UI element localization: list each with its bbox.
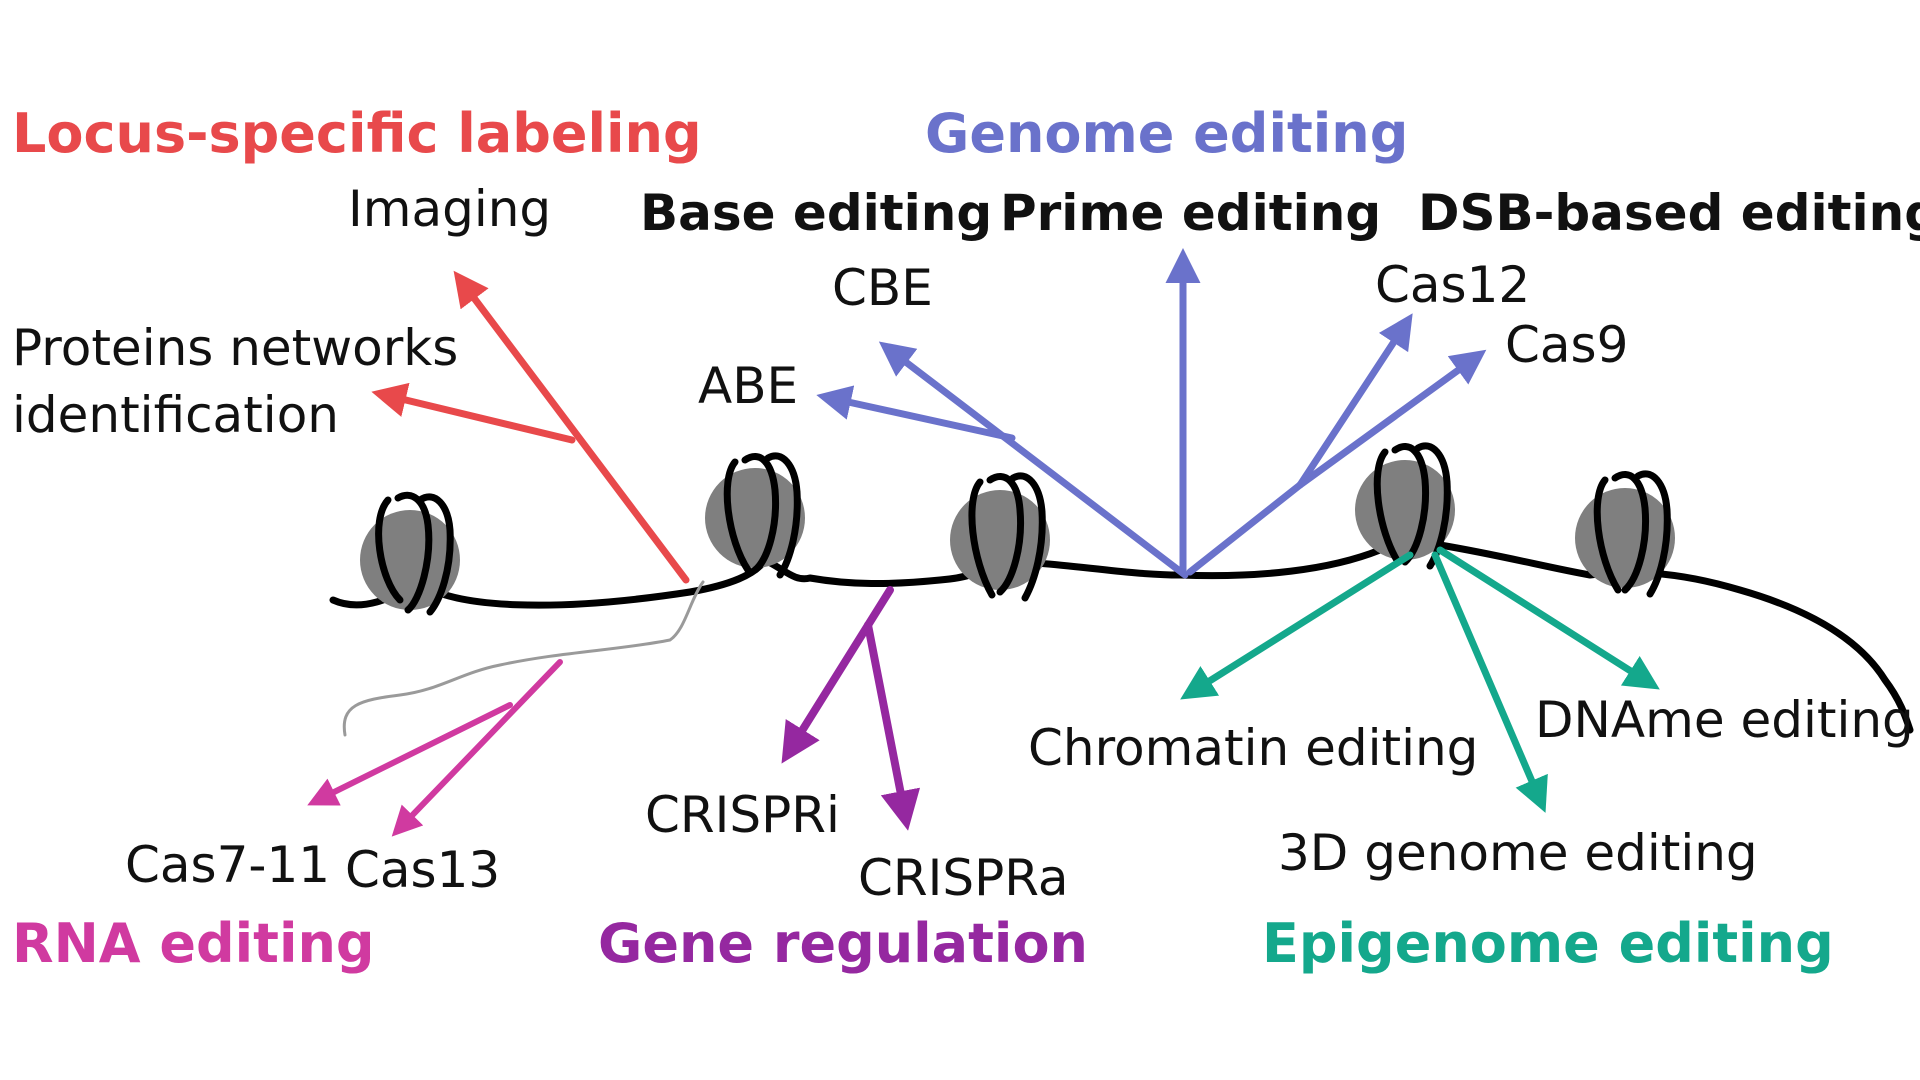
rna-strand: [342, 580, 705, 737]
label-chromatin: Chromatin editing: [1028, 719, 1478, 777]
label-imaging: Imaging: [348, 180, 551, 238]
nucleosome-5: [1575, 470, 1675, 598]
cas13-arrow: [391, 659, 563, 837]
nucleosome-3: [950, 472, 1050, 602]
label-cas9: Cas9: [1505, 316, 1628, 374]
category-gene-regulation: Gene regulation: [598, 912, 1088, 975]
label-crispra: CRISPRa: [858, 849, 1069, 907]
imaging-arrow: [453, 270, 690, 584]
label-cas7-11: Cas7-11: [125, 836, 330, 894]
nucleosome-1: [360, 491, 460, 616]
label-proteins-line1: Proteins networks: [12, 319, 458, 377]
dname-arrow: [1436, 546, 1660, 690]
subhead-base-editing: Base editing: [640, 184, 992, 242]
subhead-dsb-editing: DSB-based editing: [1418, 184, 1920, 242]
dna-strand: [329, 541, 1914, 734]
category-genome-editing: Genome editing: [925, 102, 1408, 165]
label-proteins-line2: identification: [12, 386, 339, 444]
cas7-11-arrow: [307, 702, 513, 806]
label-genome3d: 3D genome editing: [1278, 824, 1758, 882]
crispra-arrow: [864, 621, 921, 831]
gene-regulation-arrows: [781, 586, 921, 831]
nucleosomes: [360, 442, 1675, 616]
chromatin-arrow: [1180, 551, 1414, 700]
genome-editing-arrows: [816, 248, 1487, 579]
epigenome-editing-arrows: [1180, 546, 1660, 813]
label-cas12: Cas12: [1375, 256, 1530, 314]
abe-arrow: [816, 385, 1016, 442]
nucleosome-2: [705, 452, 805, 579]
crispri-arrow: [781, 586, 894, 764]
cbe-arrow: [878, 341, 1189, 579]
chromatin-fiber: [329, 541, 1914, 734]
genome3d-arrow: [1431, 551, 1548, 813]
dsb-stem: [1186, 481, 1304, 576]
category-rna-editing: RNA editing: [12, 912, 375, 975]
category-labeling: Locus-specific labeling: [12, 102, 702, 165]
category-epigenome-editing: Epigenome editing: [1262, 912, 1834, 975]
label-cas13: Cas13: [345, 841, 500, 899]
rna-editing-arrows: [307, 659, 563, 837]
cas9-arrow: [1296, 349, 1487, 489]
cas12-arrow: [1296, 313, 1413, 489]
labeling-arrows: [371, 270, 690, 584]
label-cbe: CBE: [832, 259, 933, 317]
label-abe: ABE: [698, 357, 798, 415]
label-dname: DNAme editing: [1535, 691, 1914, 749]
proteins-arrow: [371, 382, 576, 444]
label-crispri: CRISPRi: [645, 786, 840, 844]
subhead-prime-editing: Prime editing: [1000, 184, 1381, 242]
